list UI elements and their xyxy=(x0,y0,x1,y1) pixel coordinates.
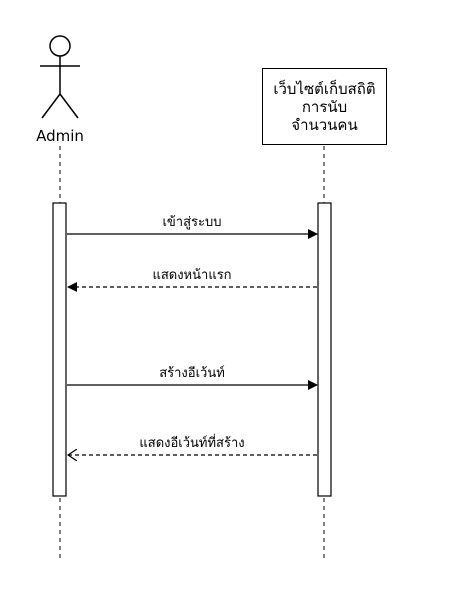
actor-label: Admin xyxy=(36,127,84,145)
message-label-login: เข้าสู่ระบบ xyxy=(162,215,222,230)
message-label-show-created-event: แสดงอีเว้นท์ที่สร้าง xyxy=(139,436,245,451)
message-label-create-event: สร้างอีเว้นท์ xyxy=(159,366,225,381)
system-activation-bar xyxy=(317,202,332,497)
system-lifeline-box: เว็บไซต์เก็บสถิติการนับ จำนวนคน xyxy=(262,68,387,145)
actor-left-leg xyxy=(41,93,61,119)
system-title: เว็บไซต์เก็บสถิติการนับ จำนวนคน xyxy=(273,79,376,134)
actor-head xyxy=(49,35,71,57)
actor-activation-bar xyxy=(52,202,67,497)
actor-right-leg xyxy=(59,93,79,119)
message-label-show-home: แสดงหน้าแรก xyxy=(152,268,232,283)
actor-figure xyxy=(40,35,80,119)
